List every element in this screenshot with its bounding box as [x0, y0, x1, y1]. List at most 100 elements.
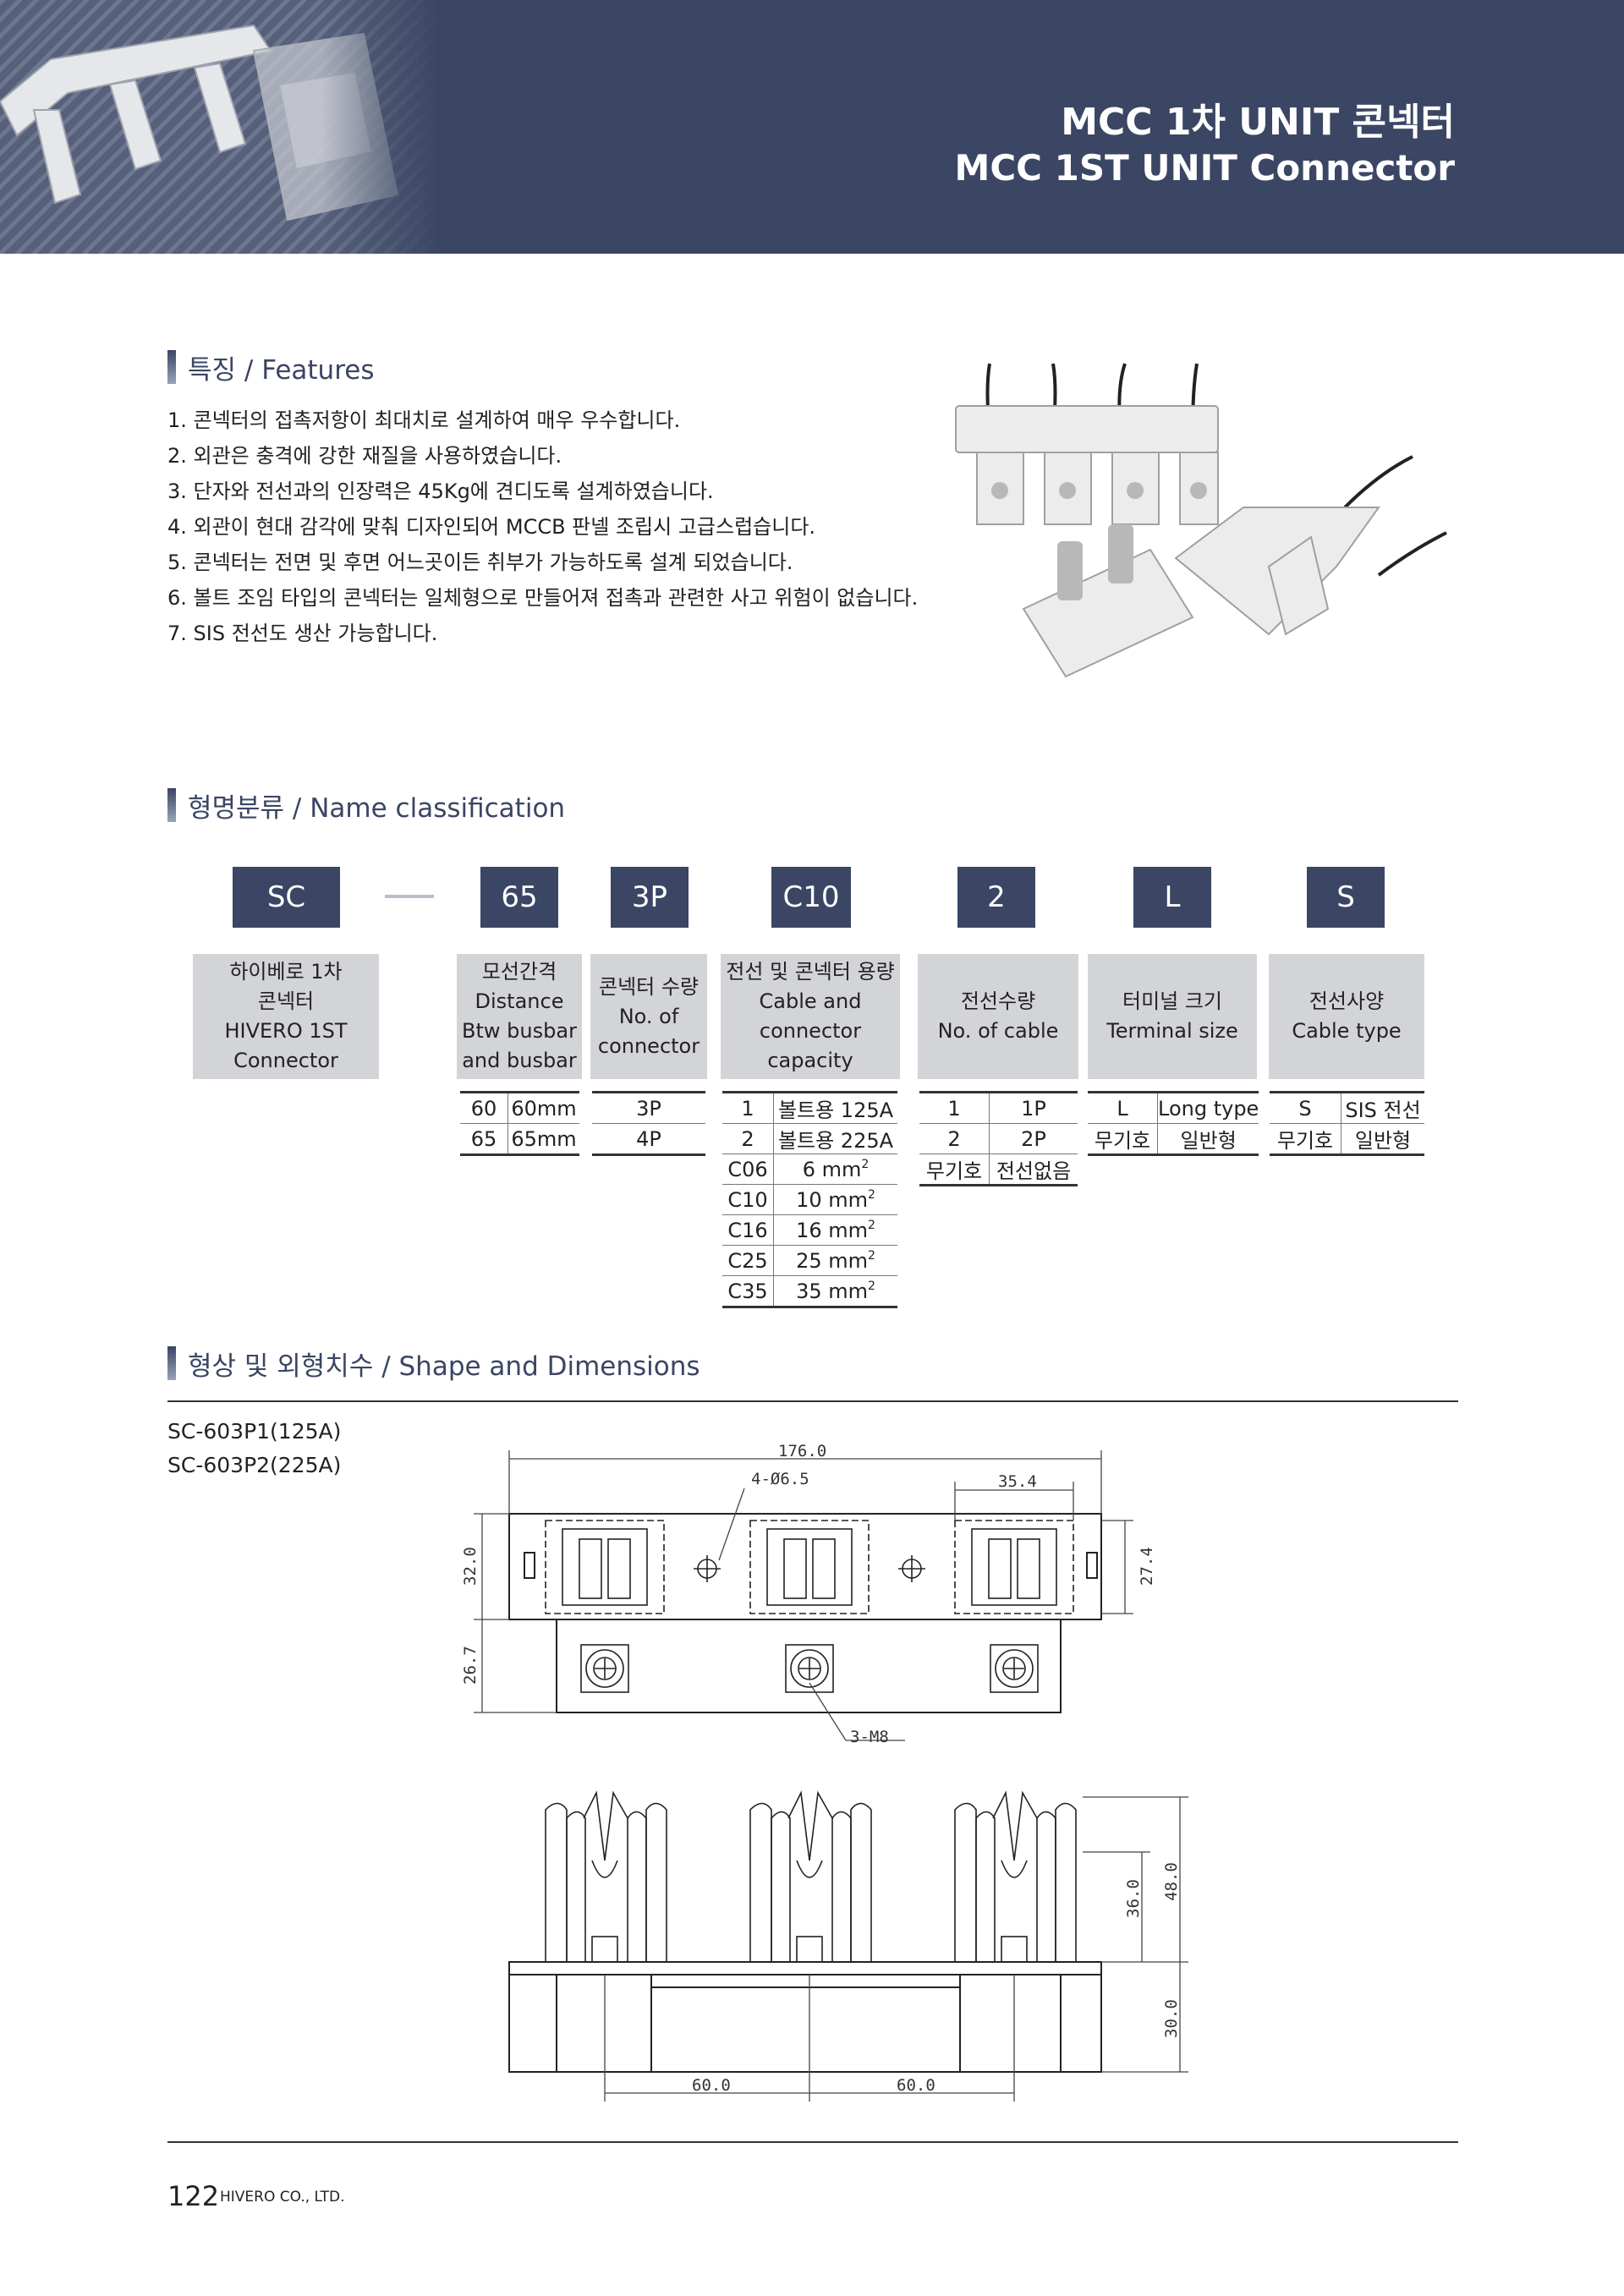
- desc-connector: 콘넥터 수량 No. of connector: [590, 954, 707, 1079]
- table-cell: C35: [722, 1275, 774, 1308]
- cell-value: 6 mm: [802, 1157, 862, 1181]
- desc-line: 하이베로 1차: [229, 960, 343, 984]
- desc-line: Cable and: [759, 989, 862, 1013]
- desc-line: 콘넥터: [257, 989, 315, 1013]
- table-cell: C25: [722, 1245, 774, 1276]
- dim-pitch-2: 60.0: [897, 2076, 935, 2095]
- table-row: S SIS 전선: [1270, 1091, 1424, 1124]
- table-row: 2 2P: [919, 1123, 1078, 1154]
- superscript: 2: [868, 1248, 875, 1263]
- desc-line: 전선 및 콘넥터 용량: [726, 960, 895, 984]
- code-terminal: L: [1133, 867, 1211, 928]
- feature-item: 1. 콘넥터의 접촉저항이 최대치로 설계하여 매우 우수합니다.: [167, 408, 681, 432]
- table-cell: 60mm: [508, 1091, 579, 1124]
- classification-heading: 형명분류 / Name classification: [167, 786, 565, 824]
- desc-line: 터미널 크기: [1122, 989, 1223, 1013]
- dim-side-30: 30.0: [1162, 1999, 1181, 2038]
- table-cell: S: [1270, 1091, 1341, 1124]
- desc-line: Connector: [233, 1049, 338, 1072]
- dim-height-right: 27.4: [1138, 1547, 1156, 1586]
- header-connector-photo: [0, 0, 440, 254]
- table-cell: 일반형: [1341, 1123, 1424, 1156]
- table-row: 1 1P: [919, 1091, 1078, 1124]
- code-sc: SC: [233, 867, 340, 928]
- code-distance: 65: [480, 867, 558, 928]
- desc-line: 전선수량: [960, 989, 1036, 1013]
- table-cell: C10: [722, 1184, 774, 1215]
- top-view: [508, 1513, 1102, 1713]
- table-cell: 무기호: [1270, 1123, 1341, 1156]
- table-row: 무기호 전선없음: [919, 1153, 1078, 1186]
- capacity-table: 1 볼트용 125A 2 볼트용 225A C06 6 mm2 C10 10 m…: [722, 1091, 897, 1308]
- side-view: [508, 1961, 1102, 2073]
- dimension-lines: [474, 1450, 1133, 1741]
- model-1: SC-603P1(125A): [167, 1419, 342, 1444]
- table-row: 60 60mm: [460, 1091, 579, 1124]
- terminal-table: L Long type 무기호 일반형: [1088, 1091, 1259, 1156]
- cell-value: 16 mm: [796, 1218, 868, 1242]
- table-cell: 65: [460, 1123, 508, 1156]
- feature-item: 2. 외관은 충격에 강한 재질을 사용하였습니다.: [167, 444, 562, 468]
- table-cell: 일반형: [1157, 1123, 1259, 1156]
- desc-cable: 전선수량 No. of cable: [918, 954, 1078, 1079]
- title-korean: MCC 1차 UNIT 콘넥터: [1061, 101, 1455, 144]
- superscript: 2: [868, 1279, 875, 1293]
- code-dash: [385, 895, 434, 898]
- table-cell: 35 mm2: [773, 1275, 897, 1308]
- feature-item: 5. 콘넥터는 전면 및 후면 어느곳이든 취부가 가능하도록 설계 되었습니다…: [167, 551, 793, 574]
- superscript: 2: [861, 1157, 870, 1171]
- table-cell: 1: [919, 1091, 990, 1124]
- dimension-drawing: 176.0 4-Ø6.5 35.4 32.0 26.7 27.4 3-M8 36…: [461, 1442, 1188, 2101]
- model-2: SC-603P2(225A): [167, 1453, 342, 1477]
- table-row: 3P: [592, 1091, 705, 1124]
- mount-holes: [694, 1555, 925, 1582]
- desc-line: Distance: [475, 989, 564, 1013]
- desc-type: 전선사양 Cable type: [1269, 954, 1424, 1079]
- table-row: 4P: [592, 1123, 705, 1156]
- feature-item: 6. 볼트 조임 타입의 콘넥터는 일체형으로 만들어져 접촉과 관련한 사고 …: [167, 586, 919, 610]
- company-name: HIVERO CO., LTD.: [220, 2189, 345, 2206]
- desc-line: No. of: [618, 1004, 679, 1028]
- table-cell: 3P: [592, 1091, 705, 1124]
- desc-line: No. of cable: [937, 1019, 1059, 1043]
- dim-lower-height: 26.7: [461, 1646, 480, 1685]
- classification-heading-text: 형명분류 / Name classification: [188, 792, 566, 824]
- table-cell: 1P: [989, 1091, 1078, 1124]
- table-row: 무기호 일반형: [1270, 1123, 1424, 1156]
- desc-line: connector: [759, 1019, 862, 1043]
- desc-line: 전선사양: [1309, 989, 1385, 1013]
- table-cell: 10 mm2: [773, 1184, 897, 1215]
- desc-line: Cable type: [1292, 1019, 1402, 1043]
- terminal-blocks: [545, 1520, 1074, 1614]
- feature-item: 3. 단자와 전선과의 인장력은 45Kg에 견디도록 설계하였습니다.: [167, 479, 714, 503]
- section-rule: [167, 1400, 1458, 1402]
- table-row: C16 16 mm2: [722, 1214, 897, 1246]
- cell-value: 10 mm: [796, 1187, 868, 1212]
- heading-bar: [167, 788, 176, 822]
- shape-heading-text: 형상 및 외형치수 / Shape and Dimensions: [188, 1351, 700, 1382]
- table-row: 65 65mm: [460, 1123, 579, 1156]
- table-cell: 볼트용 225A: [773, 1123, 897, 1154]
- title-english: MCC 1ST UNIT Connector: [954, 147, 1455, 189]
- table-cell: L: [1088, 1091, 1158, 1124]
- table-cell: 4P: [592, 1123, 705, 1156]
- desc-line: and busbar: [462, 1049, 577, 1072]
- features-heading: 특징 / Features: [167, 348, 375, 386]
- desc-line: connector: [597, 1033, 700, 1058]
- dim-side-48: 48.0: [1162, 1862, 1181, 1901]
- page-number: 122: [167, 2180, 220, 2212]
- desc-distance: 모선간격 Distance Btw busbar and busbar: [457, 954, 582, 1079]
- features-list: 1. 콘넥터의 접촉저항이 최대치로 설계하여 매우 우수합니다. 2. 외관은…: [167, 403, 929, 651]
- code-type: S: [1307, 867, 1385, 928]
- table-row: 1 볼트용 125A: [722, 1091, 897, 1124]
- table-cell: 1: [722, 1091, 774, 1124]
- code-connector: 3P: [611, 867, 689, 928]
- product-photo: [955, 363, 1447, 678]
- dim-pitch-top: 35.4: [998, 1472, 1037, 1491]
- cell-value: 25 mm: [796, 1248, 868, 1273]
- desc-line: Btw busbar: [462, 1019, 577, 1043]
- table-cell: 60: [460, 1091, 508, 1124]
- table-row: 무기호 일반형: [1088, 1123, 1259, 1156]
- feature-item: 7. SIS 전선도 생산 가능합니다.: [167, 622, 438, 645]
- cell-value: 35 mm: [796, 1279, 868, 1303]
